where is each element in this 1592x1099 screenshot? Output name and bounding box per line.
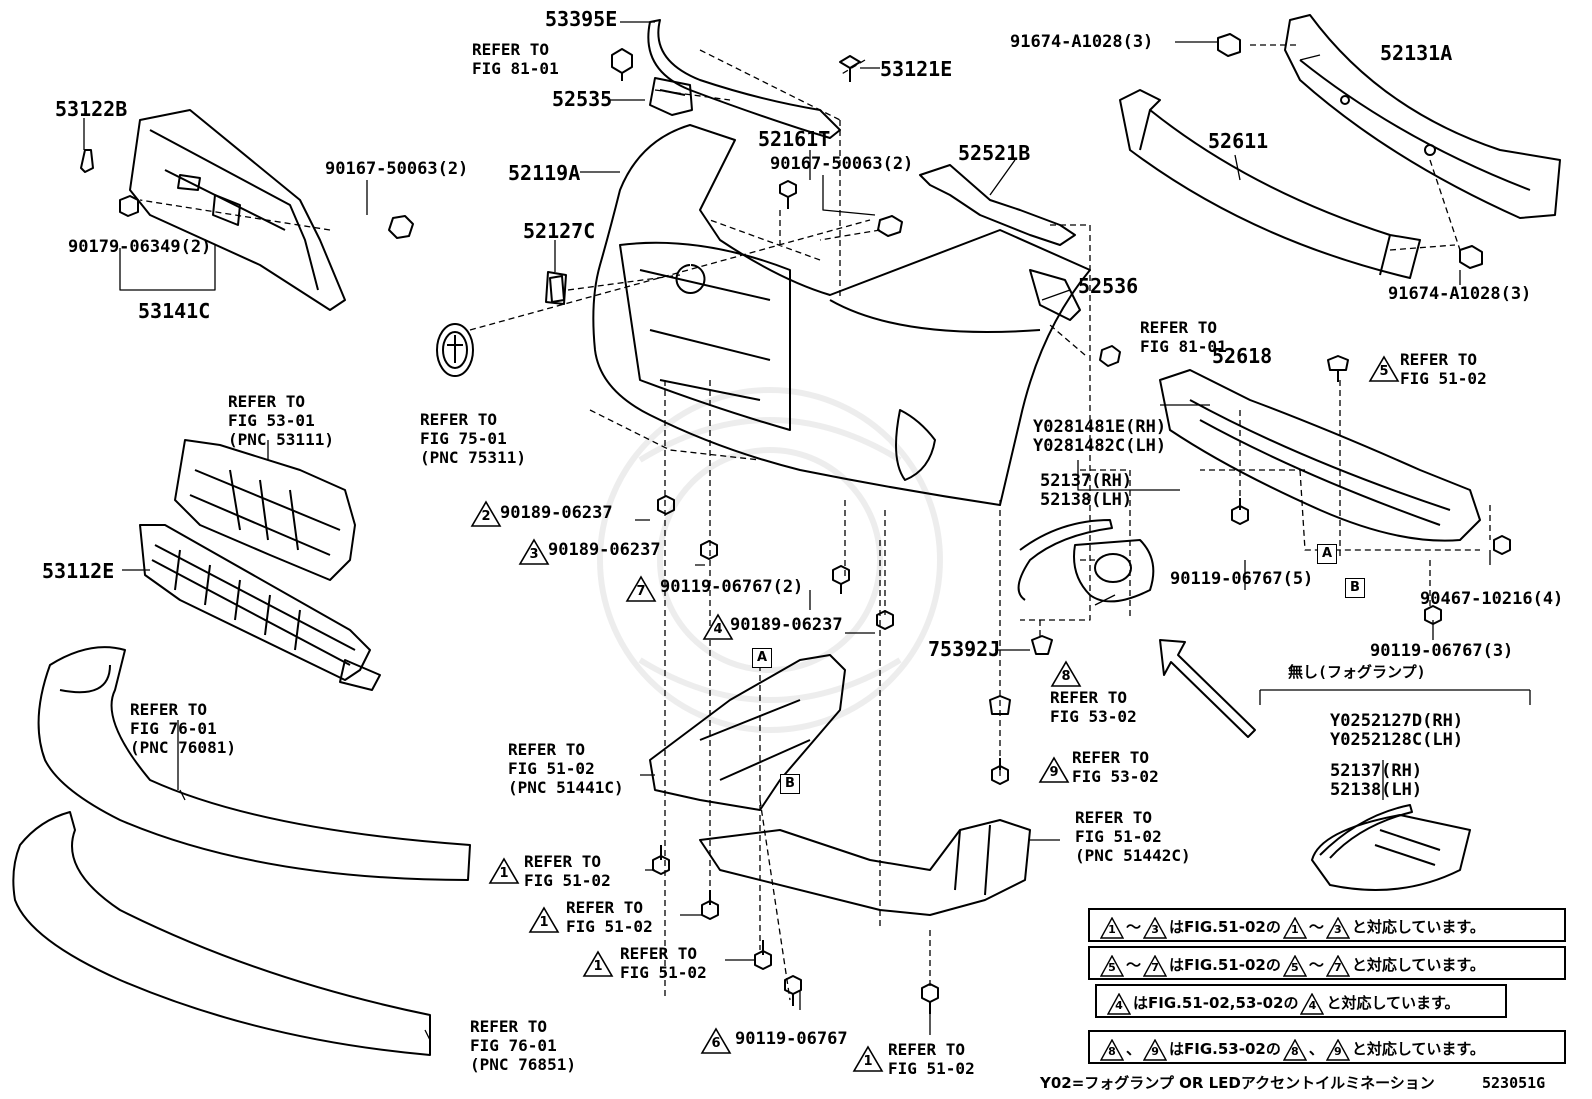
part-52535-bracket (649, 77, 693, 116)
leader-lines (83, 21, 1531, 1041)
part-label-Y0252128C: Y0252128C(LH) (1330, 730, 1464, 750)
part-52119A-bumper-cover (592, 124, 1091, 506)
part-label-52137-b: 52137(RH) (1330, 761, 1423, 781)
part-label-90119-c: 90119-06767(3) (1370, 641, 1514, 661)
triangle-marker-9: 9 (1038, 756, 1070, 784)
triangle-marker-3: 3 (518, 538, 550, 566)
part-label-52535: 52535 (552, 87, 613, 111)
part-53395E-strip (647, 19, 841, 139)
triangle-marker-1-d: 1 (852, 1045, 884, 1073)
part-52536-bracket (1029, 269, 1081, 321)
part-52127C-clip (545, 271, 567, 305)
reference-box-B-right: B (1345, 578, 1365, 598)
part-label-90179: 90179-06349(2) (68, 237, 212, 257)
part-label-52131A: 52131A (1380, 41, 1453, 65)
part-label-52536: 52536 (1078, 274, 1139, 298)
part-76851-lower-spoiler (12, 811, 431, 1056)
part-51442C-undercover (699, 819, 1031, 916)
part-label-90189-b: 90189-06237 (548, 540, 661, 560)
part-label-53121E: 53121E (880, 57, 953, 81)
triangle-marker-5: 5 (1368, 355, 1400, 383)
figure-code: 523051G (1482, 1074, 1546, 1092)
triangle-marker-2: 2 (470, 500, 502, 528)
part-52521B-bracket (919, 164, 1076, 246)
watermark (597, 387, 943, 733)
triangle-marker-8: 8 (1050, 660, 1082, 688)
part-label-52127C: 52127C (523, 219, 596, 243)
part-label-52161T: 52161T (758, 127, 831, 151)
part-label-53122B: 53122B (55, 97, 128, 121)
direction-arrow (1159, 639, 1256, 738)
part-label-90167-a: 90167-50063(2) (325, 159, 469, 179)
part-emblem (436, 323, 474, 377)
reference-box-A-lower: A (752, 648, 772, 668)
reference-box-B-lower: B (780, 774, 800, 794)
part-53112E-lower-grille (139, 524, 381, 691)
part-label-90119-d: 90119-06767 (735, 1029, 848, 1049)
part-52611-absorber (1119, 89, 1421, 279)
part-label-52119A: 52119A (508, 161, 581, 185)
part-label-Y0281482C: Y0281482C(LH) (1033, 436, 1167, 456)
part-label-52611: 52611 (1208, 129, 1269, 153)
part-label-53395E: 53395E (545, 7, 618, 31)
part-52618-undercover (1159, 369, 1481, 542)
part-76081-spoiler (37, 646, 471, 881)
part-label-75392J: 75392J (928, 637, 1001, 661)
part-53111-grille-assembly (174, 439, 356, 581)
part-label-Y0252127D: Y0252127D(RH) (1330, 711, 1464, 731)
part-label-53112E: 53112E (42, 559, 115, 583)
footer-legend: Y02=フォグランプ OR LEDアクセントイルミネーション (1040, 1074, 1435, 1092)
triangle-marker-7: 7 (625, 575, 657, 603)
triangle-marker-1-a: 1 (488, 857, 520, 885)
part-label-90167-b: 90167-50063(2) (770, 154, 914, 174)
part-label-52618: 52618 (1212, 344, 1273, 368)
triangle-marker-1-b: 1 (528, 906, 560, 934)
part-52137-alt-bezel (1311, 804, 1471, 891)
reference-box-A-right: A (1317, 544, 1337, 564)
part-label-52138-b: 52138(LH) (1330, 780, 1423, 800)
part-52137-bezel (1017, 519, 1155, 603)
part-label-91674-a: 91674-A1028(3) (1010, 32, 1154, 52)
part-label-Y0281481E: Y0281481E(RH) (1033, 417, 1167, 437)
bolts (80, 33, 1511, 1014)
part-label-91674-b: 91674-A1028(3) (1388, 284, 1532, 304)
part-51441C-cover (649, 654, 846, 811)
part-label-53141C: 53141C (138, 299, 211, 323)
part-label-90189-a: 90189-06237 (500, 503, 613, 523)
triangle-marker-1-c: 1 (582, 950, 614, 978)
triangle-marker-4: 4 (702, 613, 734, 641)
part-label-90119-a: 90119-06767(2) (660, 577, 804, 597)
part-label-no-foglamp: 無し(フォグランプ) (1288, 663, 1426, 681)
part-52131A-reinforcement (1284, 14, 1561, 219)
part-label-52138-a: 52138(LH) (1040, 490, 1133, 510)
part-label-52137-a: 52137(RH) (1040, 471, 1133, 491)
part-label-90119-b: 90119-06767(5) (1170, 569, 1314, 589)
triangle-marker-6: 6 (700, 1027, 732, 1055)
part-53141C-grille (129, 109, 346, 311)
part-label-52521B: 52521B (958, 141, 1031, 165)
part-label-90189-c: 90189-06237 (730, 615, 843, 635)
part-label-90467: 90467-10216(4) (1420, 589, 1564, 609)
